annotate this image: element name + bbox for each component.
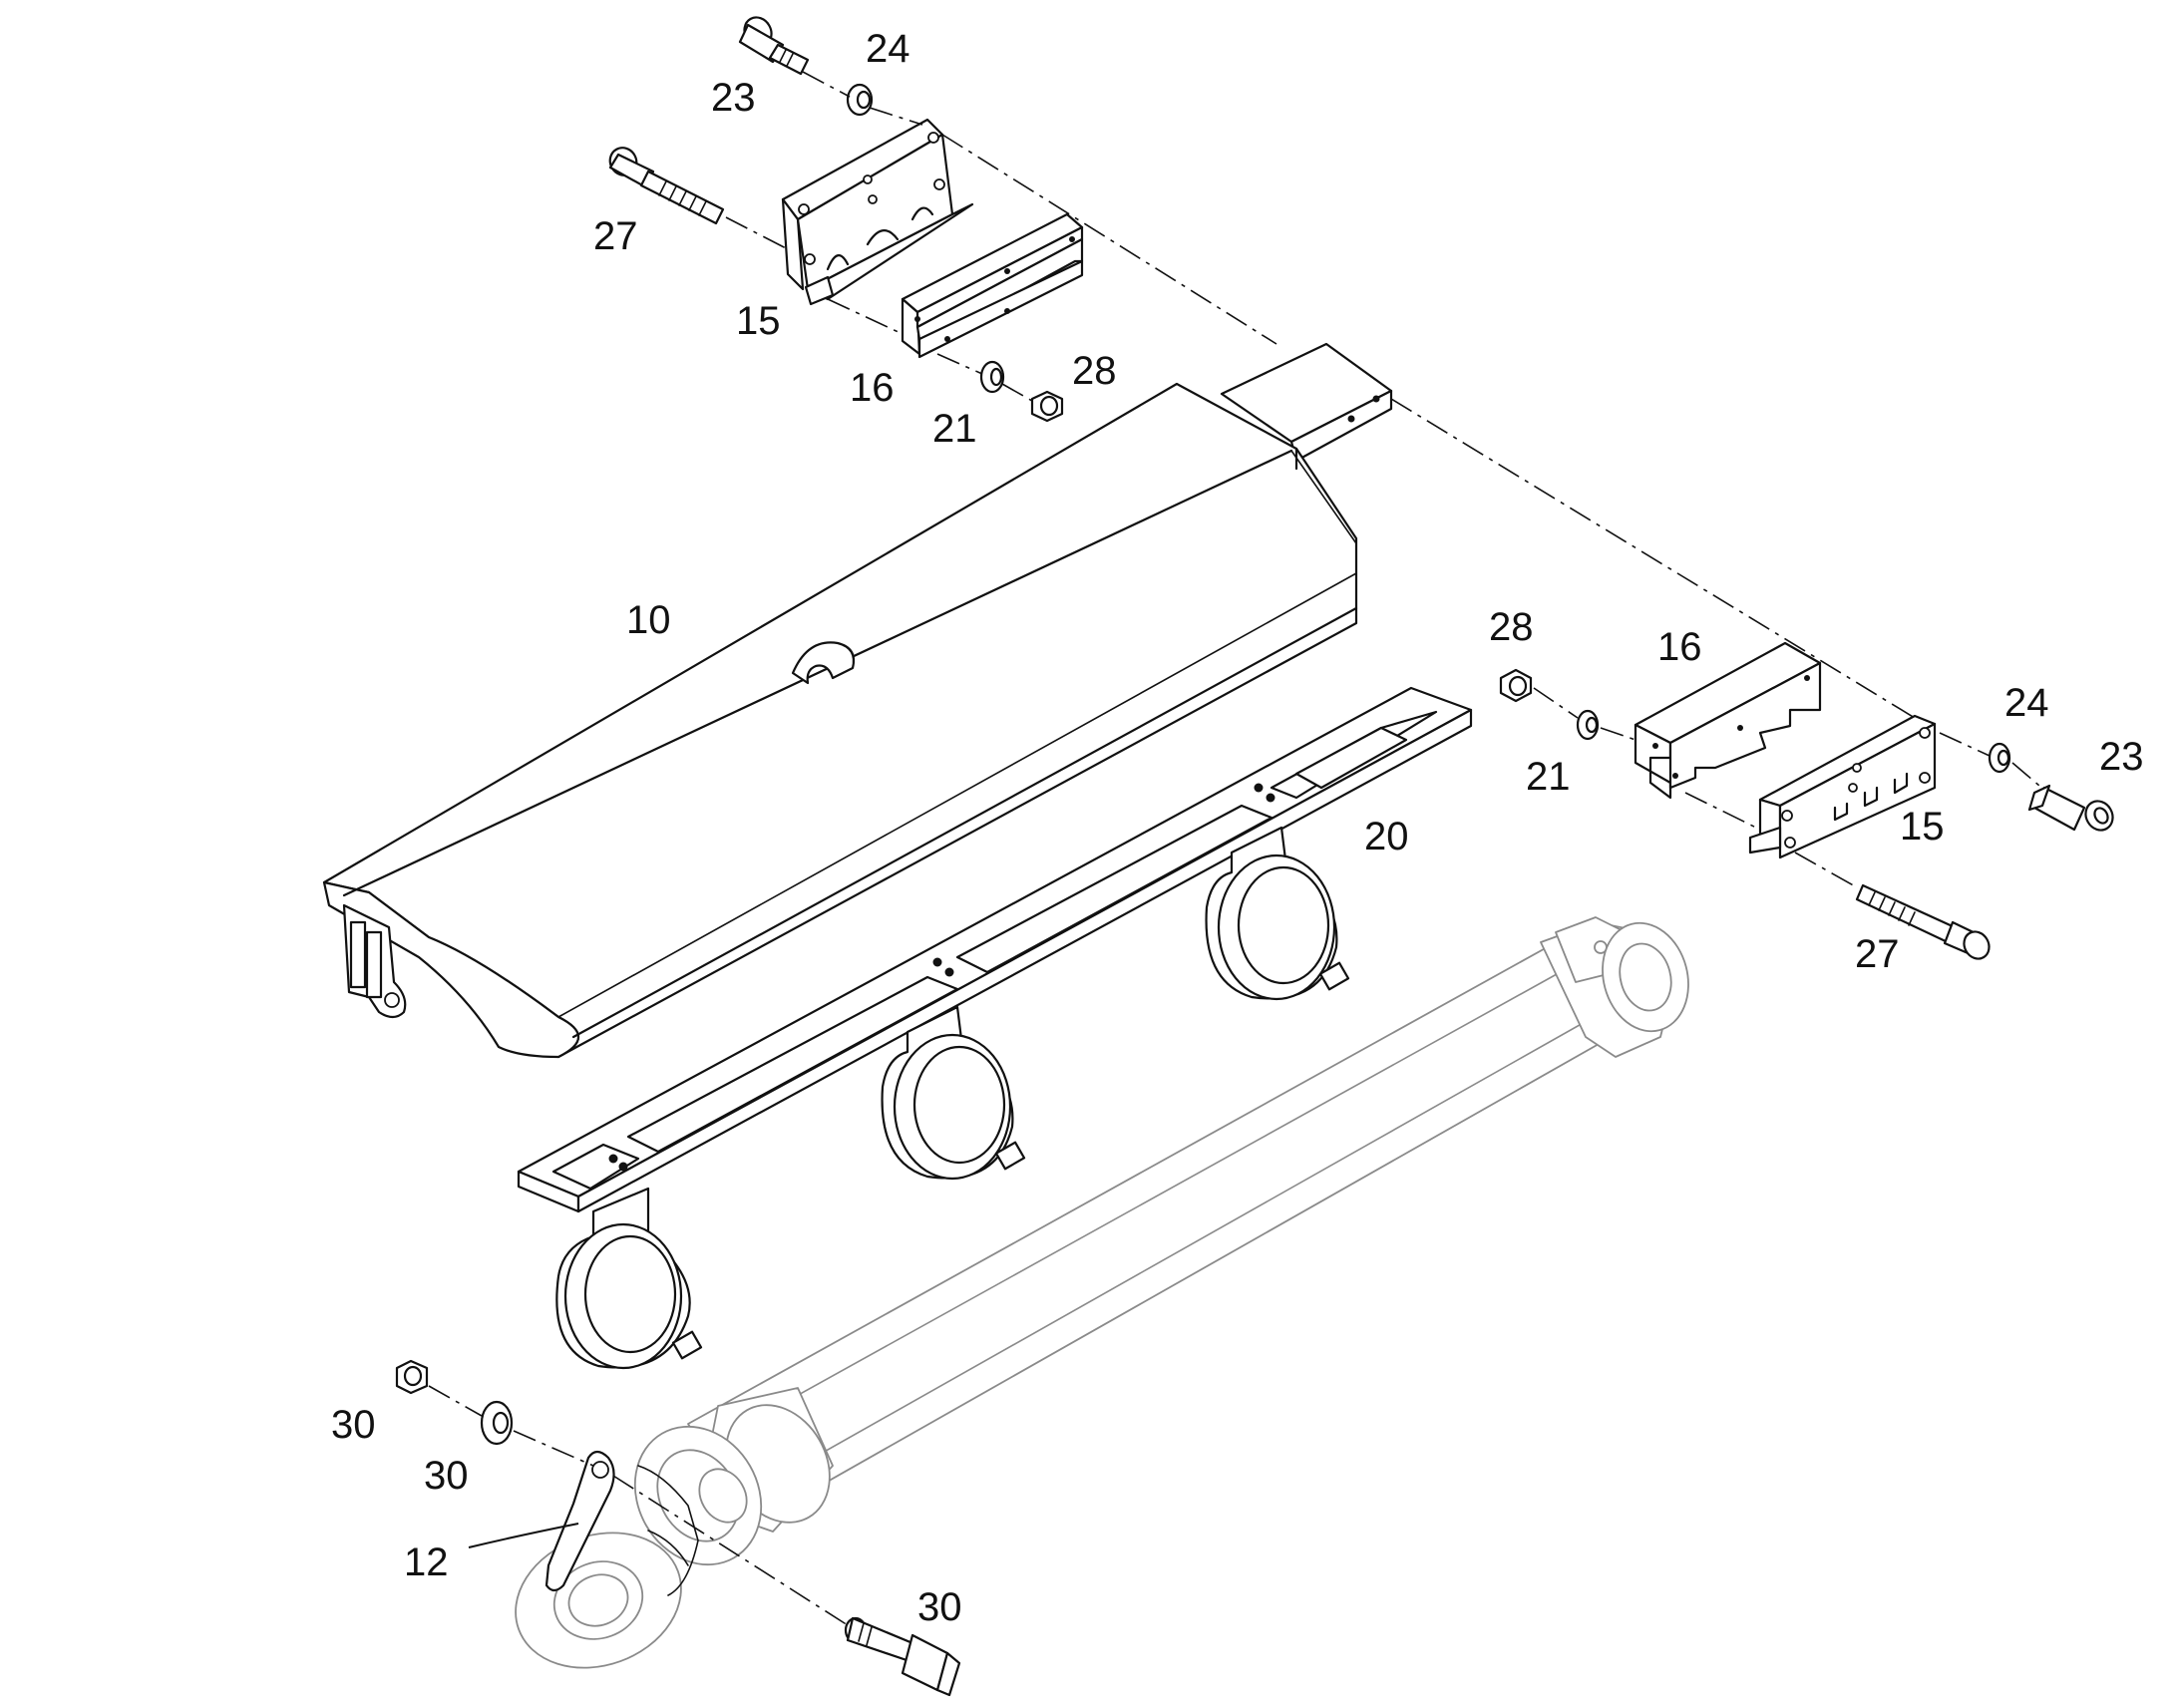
callout-15-top: 15 bbox=[736, 299, 781, 343]
clamp-ring-3 bbox=[1205, 826, 1350, 1001]
callout-16-right: 16 bbox=[1657, 625, 1702, 669]
callout-23-right: 23 bbox=[2099, 735, 2144, 779]
callout-24-right: 24 bbox=[2004, 681, 2049, 725]
washer-24-right bbox=[1988, 742, 2011, 774]
nut-28-top bbox=[1030, 390, 1064, 423]
callout-10: 10 bbox=[626, 598, 671, 642]
callout-28-top: 28 bbox=[1072, 349, 1117, 393]
bolt-30 bbox=[844, 1616, 961, 1697]
plate-15-top bbox=[781, 118, 974, 306]
callout-27-top: 27 bbox=[593, 214, 638, 258]
callout-21-right: 21 bbox=[1526, 755, 1571, 799]
washer-21-top bbox=[979, 360, 1005, 394]
washer-21-right bbox=[1576, 709, 1600, 741]
bolt-27-top bbox=[608, 147, 725, 225]
clamp-frame-20 bbox=[517, 686, 1473, 1370]
callout-20: 20 bbox=[1364, 815, 1409, 858]
callout-12: 12 bbox=[404, 1540, 449, 1584]
callout-28-right: 28 bbox=[1489, 605, 1534, 649]
block-16-right bbox=[1634, 641, 1822, 800]
alignment-lines bbox=[428, 71, 2040, 1626]
callouts: 23 24 27 15 16 21 28 10 28 16 21 24 23 1… bbox=[331, 27, 2144, 1629]
hydraulic-cylinder bbox=[515, 916, 1689, 1669]
callout-16-top: 16 bbox=[850, 366, 895, 410]
callout-27-right: 27 bbox=[1855, 932, 1900, 976]
bolt-23-right bbox=[2027, 784, 2114, 832]
bolt-27-right bbox=[1855, 883, 1991, 960]
callout-30-washer: 30 bbox=[424, 1454, 469, 1498]
nut-28-right bbox=[1499, 668, 1533, 703]
clamp-ring-1 bbox=[555, 1187, 703, 1370]
clamp-ring-2 bbox=[881, 1005, 1026, 1181]
callout-21-top: 21 bbox=[932, 407, 977, 451]
plate-15-right bbox=[1748, 714, 1937, 859]
nut-30 bbox=[395, 1359, 429, 1395]
callout-30-bolt: 30 bbox=[917, 1585, 962, 1629]
washer-24-top bbox=[846, 83, 874, 117]
cover-front-bracket bbox=[342, 903, 407, 1019]
washer-30 bbox=[480, 1400, 514, 1446]
bolt-23-top bbox=[738, 16, 810, 76]
leader-12 bbox=[468, 1523, 579, 1548]
block-16-top bbox=[901, 212, 1084, 359]
callout-23-top: 23 bbox=[711, 76, 756, 120]
callout-15-right: 15 bbox=[1900, 805, 1945, 849]
callout-24-top: 24 bbox=[866, 27, 910, 71]
cover-10 bbox=[322, 342, 1393, 1059]
callout-30-nut: 30 bbox=[331, 1403, 376, 1447]
